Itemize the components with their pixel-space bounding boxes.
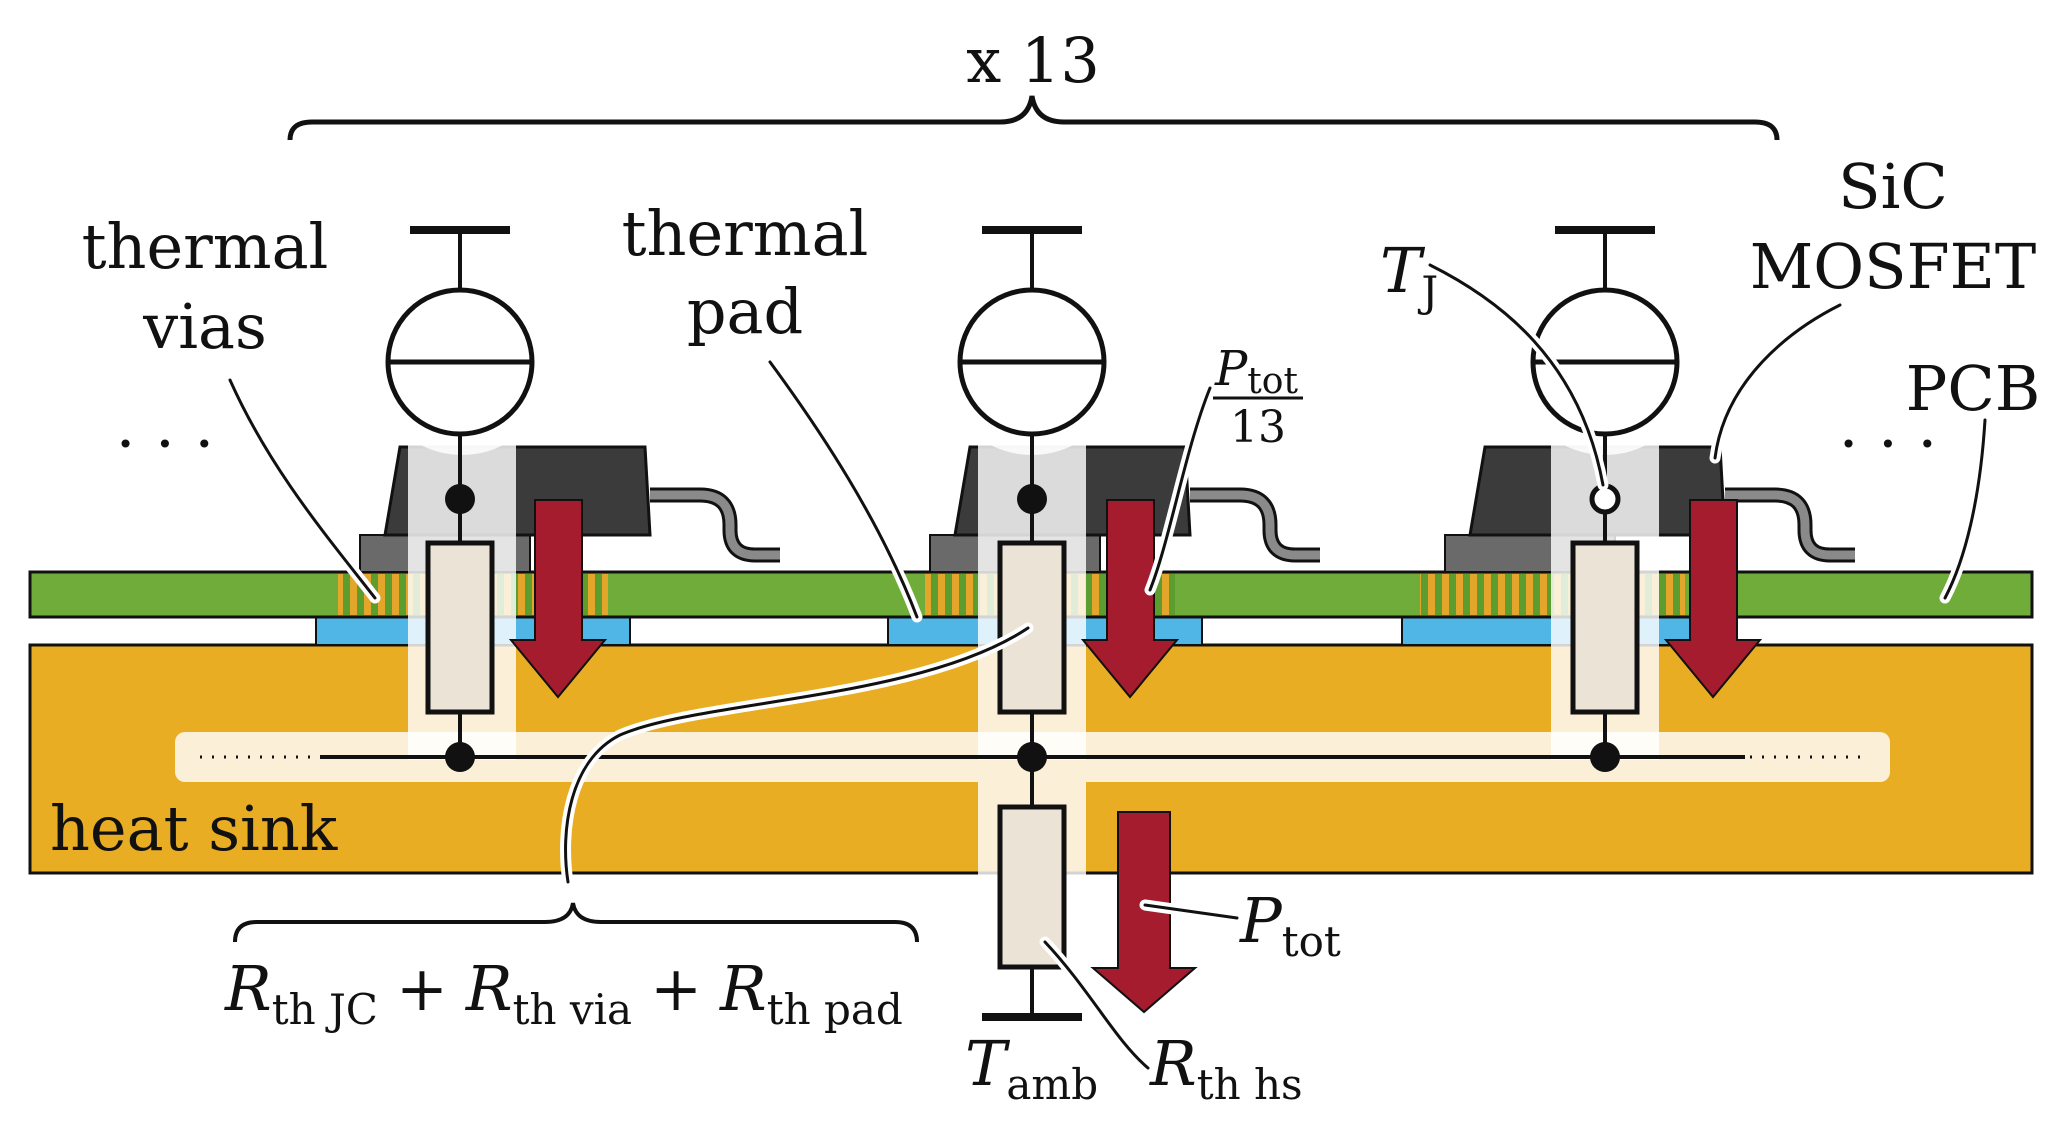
leader-lines [224, 259, 1991, 1074]
thermal-vias-label-line2: vias [142, 290, 267, 363]
svg-text:Ptot: Ptot [1214, 341, 1298, 402]
heat-flow-arrows [508, 499, 1763, 1014]
sic-label-line1: SiC [1838, 150, 1948, 223]
tamb-label: Tamb [965, 1027, 1098, 1109]
thermal-pad-label-line2: pad [687, 275, 803, 348]
ellipsis-left: · · · [116, 407, 215, 480]
heat-sink-label: heat sink [50, 792, 338, 865]
resistor-icon [1570, 540, 1640, 715]
tj-label: TJ [1380, 234, 1438, 316]
heat-flow-arrow-icon [1080, 499, 1180, 699]
current-source-icon [385, 287, 535, 437]
ptot-label: Ptot [1239, 884, 1341, 966]
rth-sum-label: Rth JC+Rth via+Rth pad [224, 952, 903, 1034]
thermal-vias-label-line1: thermal [82, 210, 329, 283]
thermal-network [200, 226, 1865, 1021]
heat-flow-arrow-icon [1663, 499, 1763, 699]
svg-text:13: 13 [1230, 402, 1286, 453]
thermal-pad-label-line1: thermal [622, 197, 869, 270]
multiplier-label: x 13 [966, 24, 1100, 97]
current-source-icon [957, 287, 1107, 437]
curly-brace-icon [233, 902, 919, 943]
ptot-per-device-label: Ptot 13 [1213, 341, 1303, 453]
heat-flow-arrow-icon [508, 499, 608, 699]
ellipsis-right: · · · [1839, 407, 1938, 480]
resistor-icon [997, 804, 1067, 970]
sic-label-line2: MOSFET [1750, 230, 2036, 303]
resistor-icon [425, 540, 495, 715]
heat-flow-arrow-icon [1090, 811, 1198, 1014]
curly-brace-icon [287, 95, 1780, 141]
pcb-label: PCB [1906, 352, 2041, 425]
rth-hs-label: Rth hs [1149, 1027, 1303, 1109]
